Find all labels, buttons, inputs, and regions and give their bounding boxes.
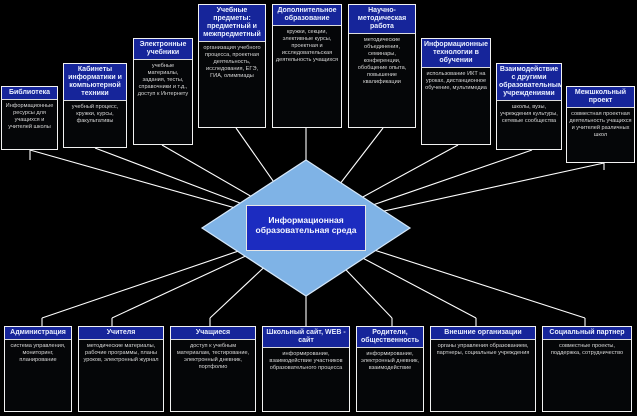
block-title: Кабинеты информатики и компьютерной техн…: [64, 64, 126, 101]
center-title: Информационная образовательная среда: [246, 205, 366, 251]
block-title: Внешние организации: [431, 327, 535, 340]
block-title: Социальный партнер: [543, 327, 631, 340]
top-block-cooperation: Взаимодействие с другими образовательным…: [496, 63, 562, 150]
block-text: органы управления образованием, партнеры…: [436, 343, 530, 356]
block-text: организация учебного процесса, проектная…: [203, 45, 261, 79]
top-block-library: Библиотека Информационные ресурсы для уч…: [1, 86, 58, 150]
top-block-extra-education: Дополнительное образование кружки, секци…: [272, 4, 342, 128]
block-title: Администрация: [5, 327, 71, 340]
block-text: учебный процесс, кружки, курсы, факульта…: [71, 104, 119, 124]
top-block-methodology: Научно-методическая работа методические …: [348, 4, 416, 128]
block-text: совместная проектная деятельность учащих…: [569, 111, 632, 138]
block-title: Дополнительное образование: [273, 5, 341, 26]
block-title: Взаимодействие с другими образовательным…: [497, 64, 561, 101]
block-title: Учебные предметы: предметный и межпредме…: [199, 5, 265, 42]
block-title: Научно-методическая работа: [349, 5, 415, 34]
bottom-block-parents: Родители, общественность информирование,…: [356, 326, 424, 412]
top-block-e-textbooks: Электронные учебники учебные материалы, …: [133, 38, 193, 145]
block-text: методические материалы, рабочие программ…: [83, 343, 159, 363]
block-title: Учителя: [79, 327, 163, 340]
bottom-block-external-orgs: Внешние организации органы управления об…: [430, 326, 536, 412]
top-block-interschool-project: Межшкольный проект совместная проектная …: [566, 86, 635, 163]
top-block-subjects: Учебные предметы: предметный и межпредме…: [198, 4, 266, 128]
block-text: учебные материалы, задания, тесты, справ…: [137, 63, 189, 97]
block-title: Родители, общественность: [357, 327, 423, 348]
bottom-block-teachers: Учителя методические материалы, рабочие …: [78, 326, 164, 412]
block-title: Учащиеся: [171, 327, 255, 340]
top-block-it-in-learning: Информационные технологии в обучении исп…: [421, 38, 491, 145]
block-title: Школьный сайт, WEB - сайт: [263, 327, 349, 348]
block-text: школы, вузы, учреждения культуры, сетевы…: [500, 104, 558, 124]
block-text: совместные проекты, поддержка, сотруднич…: [550, 343, 624, 356]
block-text: информирование, электронный дневник, вза…: [361, 351, 419, 371]
block-title: Библиотека: [2, 87, 57, 100]
top-block-computer-rooms: Кабинеты информатики и компьютерной техн…: [63, 63, 127, 148]
bottom-block-administration: Администрация система управления, монито…: [4, 326, 72, 412]
bottom-block-school-site: Школьный сайт, WEB - сайт информирование…: [262, 326, 350, 412]
block-text: использование ИКТ на уроках, дистанционн…: [425, 71, 487, 91]
block-title: Информационные технологии в обучении: [422, 39, 490, 68]
block-text: Информационные ресурсы для учащихся и уч…: [5, 103, 54, 130]
block-title: Электронные учебники: [134, 39, 192, 60]
block-text: информирование, взаимодействие участнико…: [269, 351, 343, 371]
block-title: Межшкольный проект: [567, 87, 634, 108]
bottom-block-students: Учащиеся доступ к учебным материалам, те…: [170, 326, 256, 412]
block-text: кружки, секции, элективные курсы, проект…: [275, 29, 339, 63]
block-text: методические объединения, семинары, конф…: [357, 37, 407, 85]
block-text: доступ к учебным материалам, тестировани…: [176, 343, 250, 370]
block-text: система управления, мониторинг, планиров…: [10, 343, 66, 363]
bottom-block-social-partner: Социальный партнер совместные проекты, п…: [542, 326, 632, 412]
